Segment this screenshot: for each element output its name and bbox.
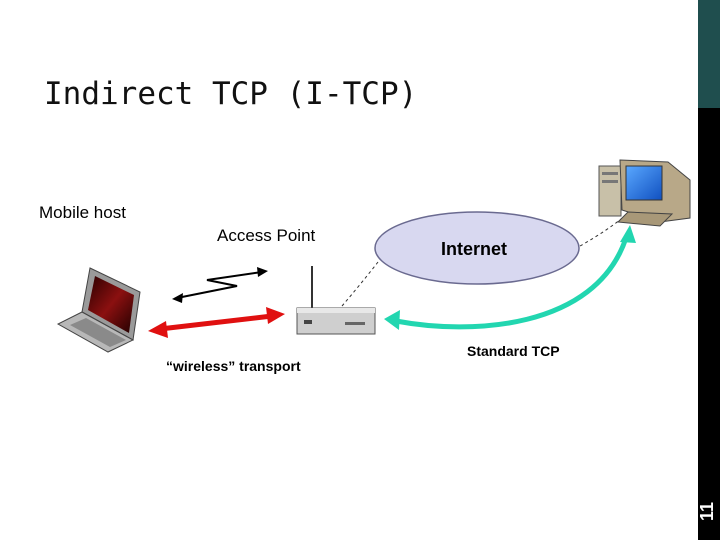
dashed-link-ap-internet bbox=[341, 261, 379, 307]
internet-label: Internet bbox=[441, 239, 507, 259]
standard-tcp-arrow bbox=[384, 225, 636, 330]
desktop-computer-icon bbox=[598, 159, 691, 227]
wireless-signal-arrow bbox=[172, 267, 268, 303]
wireless-transport-label: “wireless” transport bbox=[166, 358, 301, 374]
wireless-transport-arrow bbox=[148, 307, 285, 338]
sidebar-accent bbox=[698, 0, 720, 108]
mobile-host-label: Mobile host bbox=[39, 203, 126, 222]
slide-title: Indirect TCP (I-TCP) bbox=[44, 76, 418, 112]
standard-tcp-label: Standard TCP bbox=[467, 343, 560, 359]
dashed-link-internet-host bbox=[579, 215, 626, 247]
internet-cloud bbox=[374, 211, 580, 285]
laptop-icon bbox=[56, 267, 141, 353]
slide-number: 11 bbox=[697, 501, 717, 521]
router-icon bbox=[296, 266, 376, 335]
access-point-label: Access Point bbox=[217, 226, 316, 245]
itcp-diagram: Mobile host Access Point Internet “wirel… bbox=[39, 159, 691, 374]
right-sidebar-bar bbox=[698, 0, 720, 540]
